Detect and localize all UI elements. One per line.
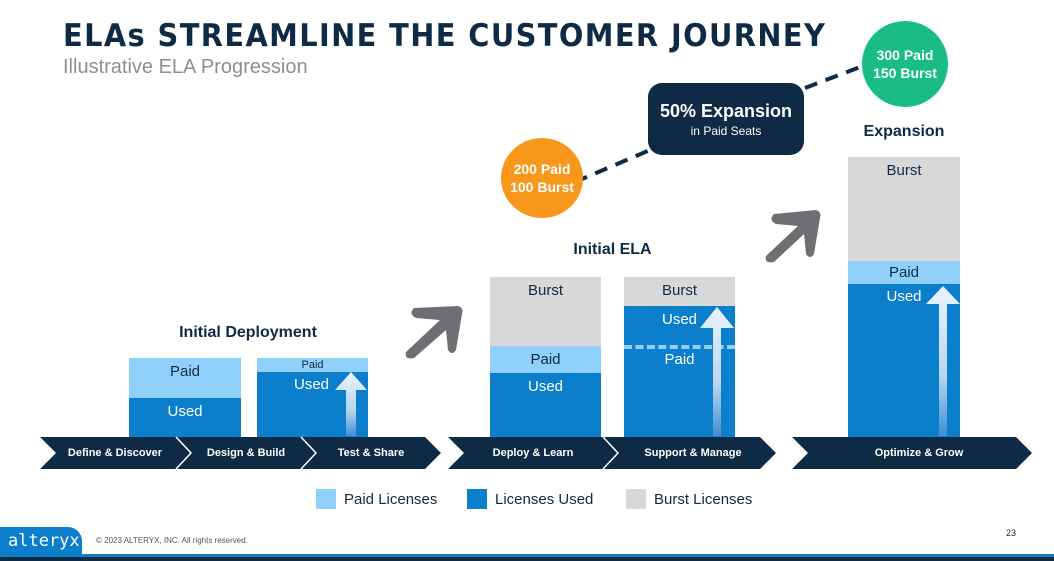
- expansion-callout-box: 50% Expansion in Paid Seats: [648, 83, 804, 155]
- alteryx-logo: alteryx: [0, 527, 82, 554]
- footer-base-line: [0, 557, 1054, 561]
- brush-arrow-icon: [405, 306, 463, 359]
- bar-segment-paid: Paid: [848, 261, 960, 284]
- bar-segment-used: Used: [624, 306, 735, 438]
- stage-label: Test & Share: [337, 447, 405, 459]
- milestone-expansion-paid: 300 Paid: [876, 47, 934, 63]
- dashed-line-segment-2: [804, 62, 869, 90]
- milestone-expansion-burst: 150 Burst: [873, 65, 937, 81]
- bar-segment-paid-label: Paid: [624, 349, 735, 371]
- segment-label: Paid: [664, 351, 695, 368]
- expansion-subtext: in Paid Seats: [690, 124, 762, 138]
- milestone-initial-ela-circle: 200 Paid 100 Burst: [501, 138, 583, 218]
- legend-swatch-burst: [626, 489, 646, 509]
- legend-label: Licenses Used: [495, 490, 594, 508]
- segment-label: Paid: [169, 363, 201, 380]
- stage-label: Design & Build: [206, 447, 286, 459]
- segment-label: Burst: [661, 282, 697, 299]
- bar-support-manage: Burst Used Paid: [624, 277, 735, 438]
- milestone-expansion-circle: 300 Paid 150 Burst: [862, 21, 948, 107]
- stage-label: Define & Discover: [67, 447, 163, 459]
- milestone-initial-ela-paid: 200 Paid: [513, 161, 571, 177]
- bar-segment-used: Used: [257, 372, 368, 438]
- segment-label: Used: [167, 403, 203, 420]
- legend-label: Paid Licenses: [344, 490, 438, 508]
- bar-deploy-learn: Burst Paid Used: [490, 277, 601, 438]
- bar-segment-used: Used: [848, 284, 960, 438]
- paid-threshold-dashed-line: [624, 345, 735, 349]
- section-label-initial-deployment: Initial Deployment: [179, 324, 317, 341]
- expansion-headline: 50% Expansion: [659, 101, 793, 121]
- copyright-text: © 2023 ALTERYX, INC. All rights reserved…: [96, 536, 248, 545]
- legend-item-paid: Paid Licenses: [316, 489, 437, 509]
- bar-define-discover: Paid Used: [129, 358, 241, 438]
- section-label-expansion: Expansion: [863, 123, 945, 140]
- bar-segment-paid: Paid: [257, 358, 368, 372]
- bar-segment-used: Used: [490, 373, 601, 438]
- stage-label: Optimize & Grow: [874, 447, 964, 459]
- segment-label: Used: [661, 311, 698, 328]
- brush-arrow-icon: [765, 210, 821, 263]
- dashed-line-segment-1: [574, 148, 651, 184]
- segment-label: Paid: [530, 351, 561, 368]
- legend-label: Burst Licenses: [654, 490, 753, 508]
- segment-label: Used: [527, 378, 564, 395]
- milestone-initial-ela-burst: 100 Burst: [510, 179, 574, 195]
- segment-label: Burst: [886, 162, 922, 179]
- bar-segment-burst: Burst: [624, 277, 735, 306]
- legend-swatch-used: [467, 489, 487, 509]
- segment-label: Used: [886, 288, 922, 305]
- footer-accent-line: [0, 554, 1054, 557]
- segment-label: Paid: [888, 264, 920, 281]
- legend-item-burst: Burst Licenses: [626, 489, 752, 509]
- segment-label: Used: [294, 376, 330, 393]
- page-title: ELAs STREAMLINE THE CUSTOMER JOURNEY: [63, 18, 827, 54]
- segment-label: Burst: [527, 282, 563, 299]
- page-number: 23: [1006, 528, 1017, 538]
- section-label-initial-ela: Initial ELA: [573, 241, 652, 258]
- bar-design-build: Paid Used: [257, 358, 368, 438]
- bar-segment-used: Used: [129, 398, 241, 438]
- bar-optimize-grow: Burst Paid Used: [848, 157, 960, 438]
- page-subtitle: Illustrative ELA Progression: [63, 56, 308, 78]
- bar-segment-paid: Paid: [490, 346, 601, 373]
- bar-segment-burst: Burst: [848, 157, 960, 261]
- legend-swatch-paid: [316, 489, 336, 509]
- legend-item-used: Licenses Used: [467, 489, 593, 509]
- segment-label: Paid: [301, 359, 324, 371]
- bar-segment-burst: Burst: [490, 277, 601, 346]
- stage-label: Support & Manage: [644, 447, 742, 459]
- stage-label: Deploy & Learn: [492, 447, 574, 459]
- bar-segment-paid: Paid: [129, 358, 241, 398]
